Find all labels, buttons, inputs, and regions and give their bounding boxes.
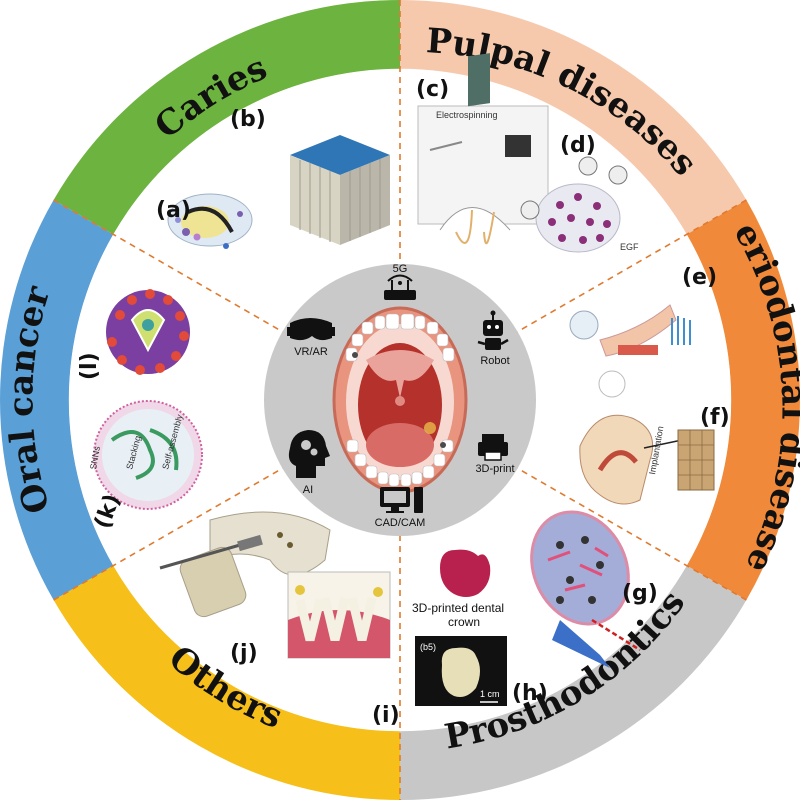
snns-sphere-illustration <box>93 400 203 510</box>
panel-label-g: (g) <box>622 581 658 606</box>
inset-label-electrospinning: Electrospinning <box>436 110 498 120</box>
panel-label-f: (f) <box>700 405 730 430</box>
inset-label-crown-line2: crown <box>448 615 480 629</box>
tech-label-3d-print: 3D-print <box>475 463 514 475</box>
panel-label-h: (h) <box>512 681 548 706</box>
inset-label-scale: 1 cm <box>480 689 500 699</box>
ring-segment-others <box>53 565 400 800</box>
inset-label-egf: EGF <box>620 242 639 252</box>
divider-lines <box>53 0 747 800</box>
panel-label-c: (c) <box>416 77 449 102</box>
dental-crown-red-illustration <box>440 549 491 597</box>
open-mouth-teeth-icon <box>332 306 468 494</box>
vr-headset-icon <box>287 318 335 341</box>
ring-segment-periodontal <box>686 200 800 600</box>
periodontal-regeneration-illustration <box>569 304 691 398</box>
wifi-router-icon <box>384 274 416 300</box>
panel-label-b: (b) <box>230 107 266 132</box>
divider-lower-left <box>53 467 284 601</box>
caries-nanorod-cube-illustration <box>290 135 390 245</box>
inset-label-snns: SNNs <box>88 445 102 470</box>
divider-lower-right <box>516 467 747 601</box>
ai-head-gears-icon <box>288 430 330 478</box>
panel-label-l: (l) <box>77 352 102 380</box>
panel-label-j: (j) <box>230 641 258 666</box>
panel-label-i: (i) <box>372 703 400 728</box>
tech-label-vrar: VR/AR <box>294 346 328 358</box>
divider-upper-left <box>53 199 284 333</box>
scaffold-cells-illustration <box>530 510 641 668</box>
caries-bacteria-illustration <box>167 193 253 249</box>
panel-label-d: (d) <box>560 133 596 158</box>
tech-label-cad-cam: CAD/CAM <box>375 517 426 529</box>
tech-label-robot: Robot <box>480 355 509 367</box>
ring-segment-caries <box>53 0 400 235</box>
nanoparticle-illustration <box>106 289 190 375</box>
inset-label-b5: (b5) <box>420 642 436 652</box>
inset-label-crown-line1: 3D-printed dental <box>412 601 504 615</box>
tech-label-ai: AI <box>303 484 313 496</box>
ring-segment-prosthodontics <box>400 565 747 800</box>
implantation-illustration <box>579 414 715 505</box>
electrospinning-illustration <box>417 53 549 245</box>
printer-icon <box>478 434 508 461</box>
printed-crown-photo <box>415 636 507 706</box>
robot-icon <box>477 310 509 350</box>
panel-label-e: (e) <box>682 265 717 290</box>
panel-label-a: (a) <box>156 198 191 223</box>
gum-inflammation-illustration <box>287 571 391 659</box>
tech-label-5g: 5G <box>393 263 408 275</box>
ring-segment-oral-cancer <box>0 200 114 600</box>
egf-capsule-illustration <box>520 156 628 253</box>
divider-upper-right <box>516 199 747 333</box>
computer-workstation-icon <box>380 487 423 513</box>
